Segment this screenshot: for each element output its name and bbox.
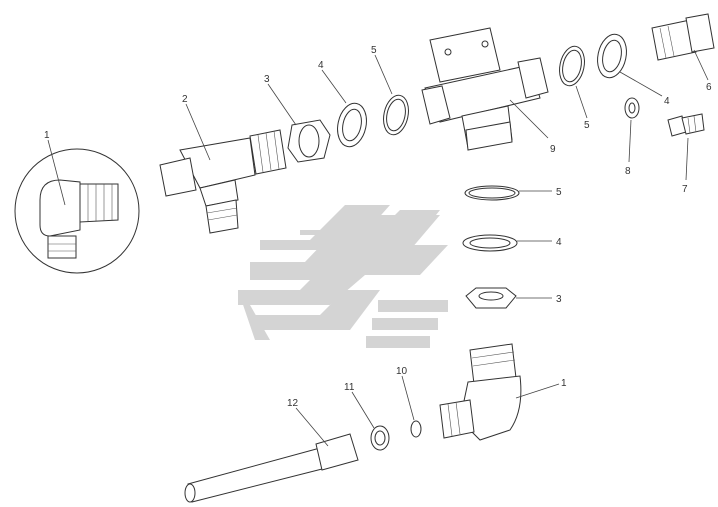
callout-9: 9 bbox=[550, 144, 556, 155]
callout-8: 8 bbox=[625, 166, 631, 177]
elbow-fitting bbox=[439, 343, 560, 441]
nipple-nut bbox=[351, 391, 390, 451]
callout-5-middle: 5 bbox=[556, 187, 562, 198]
callout-4-top: 4 bbox=[318, 60, 324, 71]
elbow-fitting-detail bbox=[14, 139, 140, 274]
callout-1-bottom: 1 bbox=[561, 378, 567, 389]
callout-10: 10 bbox=[396, 366, 408, 377]
callout-3-middle: 3 bbox=[556, 294, 562, 305]
washer-top bbox=[321, 69, 367, 148]
callout-12: 12 bbox=[287, 398, 299, 409]
hex-nut-middle bbox=[465, 287, 552, 309]
callout-5-right: 5 bbox=[584, 120, 590, 131]
callout-11: 11 bbox=[344, 382, 355, 393]
callout-6: 6 bbox=[706, 82, 712, 93]
washer-right bbox=[597, 33, 663, 97]
callout-3-top: 3 bbox=[264, 74, 270, 85]
callout-1-top: 1 bbox=[44, 130, 50, 141]
union-fitting bbox=[651, 13, 715, 81]
callout-2: 2 bbox=[182, 94, 188, 105]
watermark-logo bbox=[238, 205, 448, 348]
callout-7: 7 bbox=[682, 184, 688, 195]
callout-4-middle: 4 bbox=[556, 237, 562, 248]
callout-4-right: 4 bbox=[664, 96, 670, 107]
small-washer bbox=[624, 97, 640, 163]
tee-fitting bbox=[159, 103, 287, 234]
washer-middle bbox=[462, 234, 552, 252]
ring-small bbox=[401, 375, 422, 438]
ring-top bbox=[374, 54, 409, 136]
pipe bbox=[184, 407, 359, 503]
ring-middle bbox=[464, 185, 552, 201]
bolt bbox=[667, 113, 705, 181]
hex-nut-top bbox=[267, 83, 331, 163]
bracket-body bbox=[421, 27, 549, 151]
callout-5-top: 5 bbox=[371, 45, 377, 56]
ring-right bbox=[559, 45, 588, 119]
